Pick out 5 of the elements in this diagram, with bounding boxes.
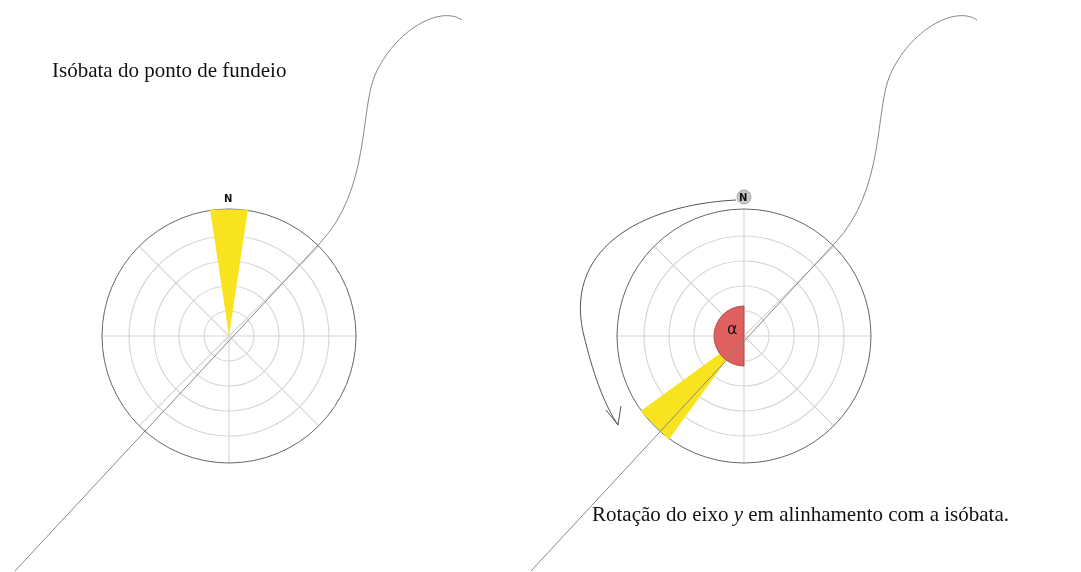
- angle-label: α: [727, 319, 738, 338]
- north-label: N: [224, 193, 233, 204]
- caption-text: Isóbata do ponto de fundeio: [52, 58, 287, 83]
- caption-text: Rotação do eixo y em alinhamento com a isóbata.: [592, 502, 1009, 527]
- north-label: N: [739, 192, 748, 203]
